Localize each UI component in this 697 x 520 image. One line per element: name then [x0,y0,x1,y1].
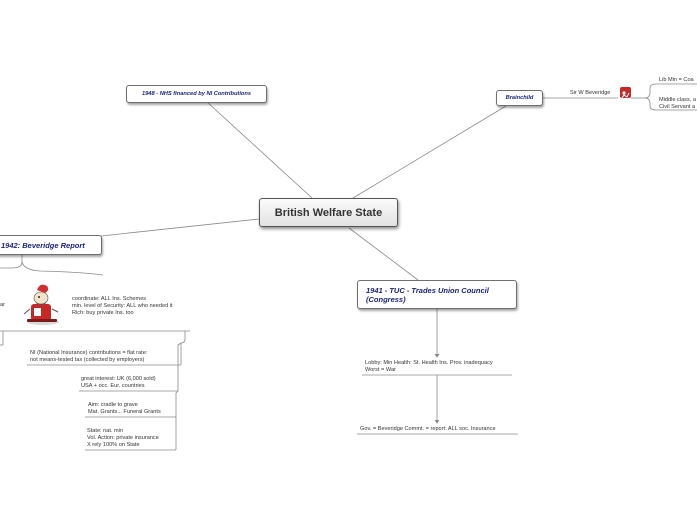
link-detail-1 [644,83,697,99]
item-aim-line-1: Aim: cradle to grave [88,402,138,408]
beveridge-item-aim[interactable]: Aim: cradle to grave Mat. Grants... Fune… [88,402,161,416]
link-brainchild [352,105,507,199]
topic-beveridge-report[interactable]: 1942: Beveridge Report [0,235,102,255]
beveridge-item-ni[interactable]: NI (National Insurance) contributions = … [30,350,147,364]
topic-tuc-line-2: (Congress) [366,294,406,304]
lobby-line-1: Lobby: Min Health: St. Health Ins. Prov.… [365,360,493,366]
link-bev-item2 [79,342,182,392]
item-aim-line-2: Mat. Grants... Funeral Grants [88,409,161,415]
link-beveridge [100,218,260,237]
tuc-lobby[interactable]: Lobby: Min Health: St. Health Ins. Prov.… [365,360,493,374]
item-interest-line-2: USA + occ. Eur. countries [81,383,145,389]
tuc-report[interactable]: Gov. = Beveridge Commt. = report: ALL so… [360,426,496,433]
report-line: Gov. = Beveridge Commt. = report: ALL so… [360,426,496,432]
coordinate-line-2: min. level of Security: ALL who needed i… [72,303,173,309]
link-tuc [348,227,419,281]
item-state-line-3: X rely 100% on State [87,442,140,448]
coordinate-line-1: coordinate: ALL Ins. Schemes [72,296,147,302]
topic-nhs-label: 1948 - NHS financed by NI Contributions [141,91,252,97]
link-bev-item4 [85,417,177,451]
link-bev-right [21,261,104,276]
beveridge-edge-fragment[interactable]: ar [0,302,5,309]
item-interest-line-1: great interest: UK (6,000 sold) [81,376,156,382]
detail-2-line-2: Civil Servant a [659,104,696,110]
arrow-lobby [434,353,440,358]
arrow-report [434,419,440,424]
item-ni-line-2: not means-tested tax (collected by emplo… [30,357,145,363]
topic-brainchild-label: Brainchild [505,95,534,101]
person-icon [620,87,631,99]
topic-nhs[interactable]: 1948 - NHS financed by NI Contributions [126,85,267,103]
link-bev-item3 [85,390,179,418]
central-topic[interactable]: British Welfare State [259,198,398,227]
link-nhs [206,101,313,199]
edge-fragment-text: ar [0,302,5,308]
item-state-line-2: Vol. Action: private insurance [87,435,159,441]
topic-brainchild[interactable]: Brainchild [496,90,543,106]
cartoon-figure-icon [23,284,59,325]
topic-tuc[interactable]: 1941 - TUC - Trades Union Council (Congr… [357,280,517,309]
topic-tuc-line-1: 1941 - TUC - Trades Union Council [366,285,489,295]
person-label[interactable]: Sir W Beveridge [570,90,610,97]
beveridge-coordinate[interactable]: coordinate: ALL Ins. Schemes min. level … [72,296,173,317]
item-state-line-1: State: nat. min [87,428,124,434]
detail-1-line-1: Lib Min = Coa [659,77,694,83]
link-bev-item1 [27,331,186,366]
lobby-line-2: Worst = War [365,367,396,373]
detail-2-line-1: Middle class, a [659,97,696,103]
person-name: Sir W Beveridge [570,90,611,96]
coordinate-line-3: Rich: buy private Ins. too [72,310,134,316]
brainchild-detail-1[interactable]: Lib Min = Coa [659,77,694,84]
link-detail-2 [644,97,697,111]
topic-beveridge-label: 1942: Beveridge Report [1,240,85,250]
item-ni-line-1: NI (National Insurance) contributions = … [30,350,148,356]
link-bev-left [0,261,23,269]
beveridge-item-state[interactable]: State: nat. min Vol. Action: private ins… [87,428,159,449]
beveridge-item-interest[interactable]: great interest: UK (6,000 sold) USA + oc… [81,376,156,390]
brainchild-detail-2[interactable]: Middle class, a Civil Servant a [659,97,696,111]
